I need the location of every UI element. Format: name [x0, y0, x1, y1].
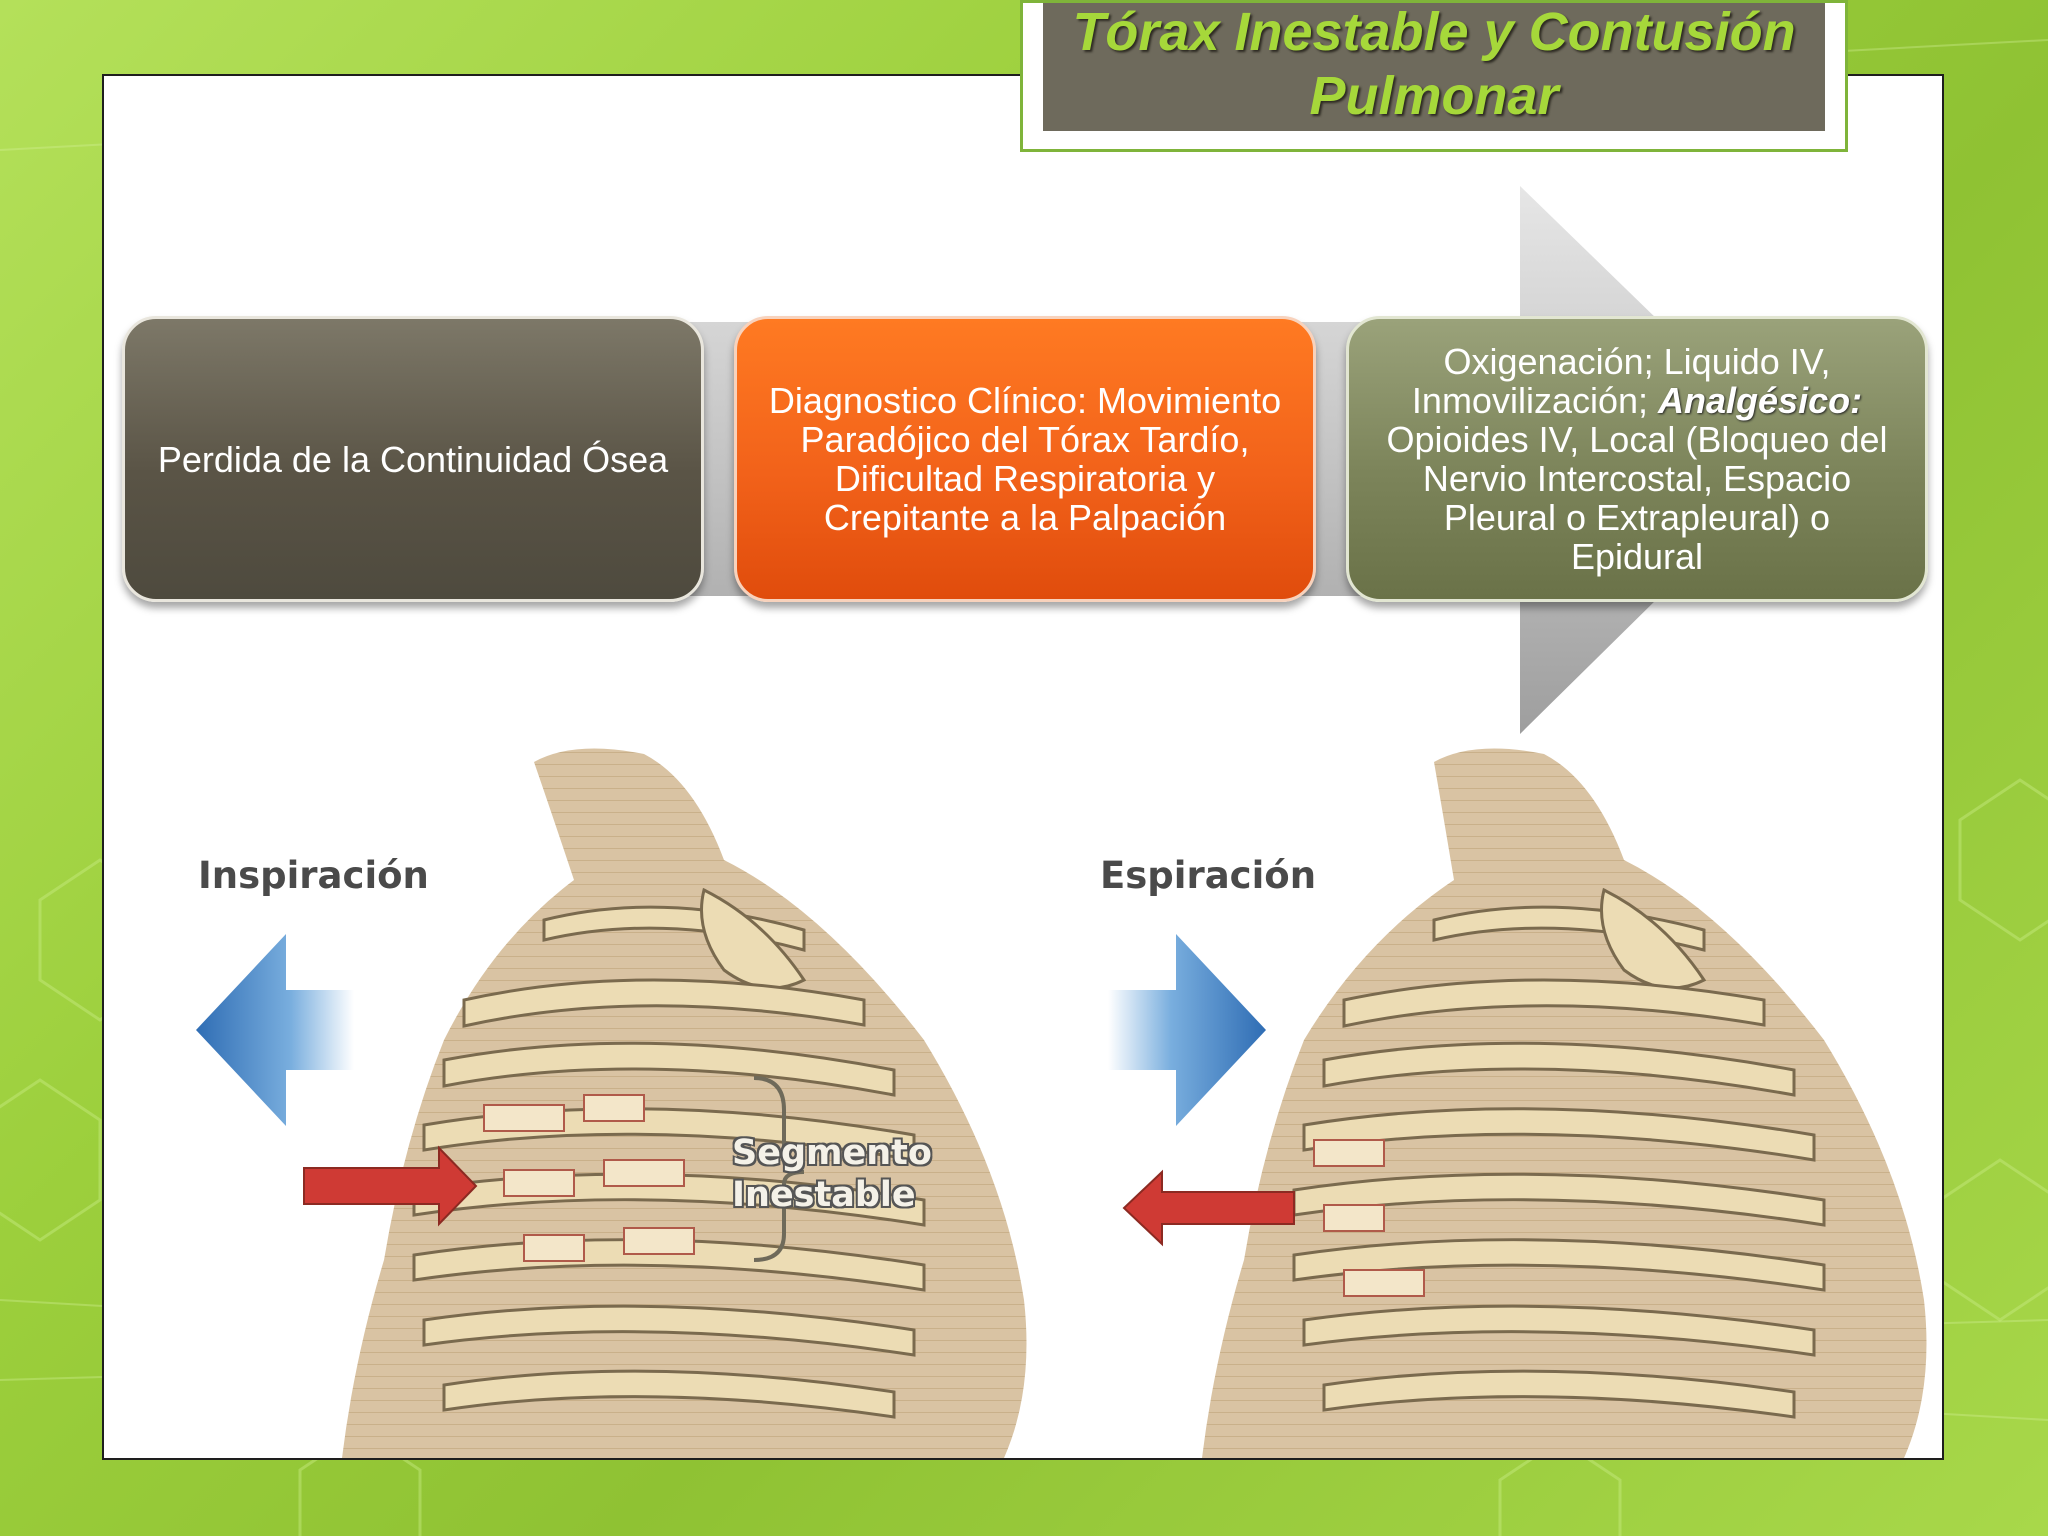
flow-step-3-text: Oxigenación; Liquido IV, Inmovilización;…: [1377, 342, 1897, 576]
title-banner: Tórax Inestable y Contusión Pulmonar: [1043, 0, 1825, 131]
flow-step-2: Diagnostico Clínico: Movimiento Paradóji…: [734, 316, 1316, 602]
segment-label-line-2: Inestable: [732, 1175, 916, 1215]
title-line-2: Pulmonar: [1309, 66, 1559, 126]
torso-inspiration: [342, 748, 1027, 1458]
torso-espiration: [1202, 748, 1927, 1458]
espiration-arrow: [1108, 934, 1266, 1126]
title-box: Tórax Inestable y Contusión Pulmonar: [1020, 0, 1848, 152]
unstable-segment-label: Segmento Inestable: [732, 1132, 932, 1216]
segment-label-line-1: Segmento: [732, 1133, 932, 1173]
flow-step-2-text: Diagnostico Clínico: Movimiento Paradóji…: [768, 380, 1282, 538]
flow-step-1-text: Perdida de la Continuidad Ósea: [157, 438, 669, 480]
inspiration-label: Inspiración: [198, 854, 429, 897]
flow-step-3-text-a: Oxigenación; Liquido IV, Inmovilización;: [1411, 341, 1831, 421]
flow-step-3-emphasis: Analgésico:: [1658, 380, 1863, 421]
red-arrow-right: [1122, 1169, 1295, 1247]
flow-step-3: Oxigenación; Liquido IV, Inmovilización;…: [1346, 316, 1928, 602]
espiration-label: Espiración: [1100, 854, 1317, 897]
slide-title: Tórax Inestable y Contusión Pulmonar: [1072, 0, 1795, 128]
inspiration-arrow: [196, 934, 354, 1126]
red-arrow-left: [303, 1145, 478, 1227]
flail-chest-illustration: [196, 748, 1927, 1458]
flow-step-3-text-b: Opioides IV, Local (Bloqueo del Nervio I…: [1386, 419, 1888, 577]
flow-step-1: Perdida de la Continuidad Ósea: [122, 316, 704, 602]
title-line-1: Tórax Inestable y Contusión: [1072, 2, 1796, 62]
